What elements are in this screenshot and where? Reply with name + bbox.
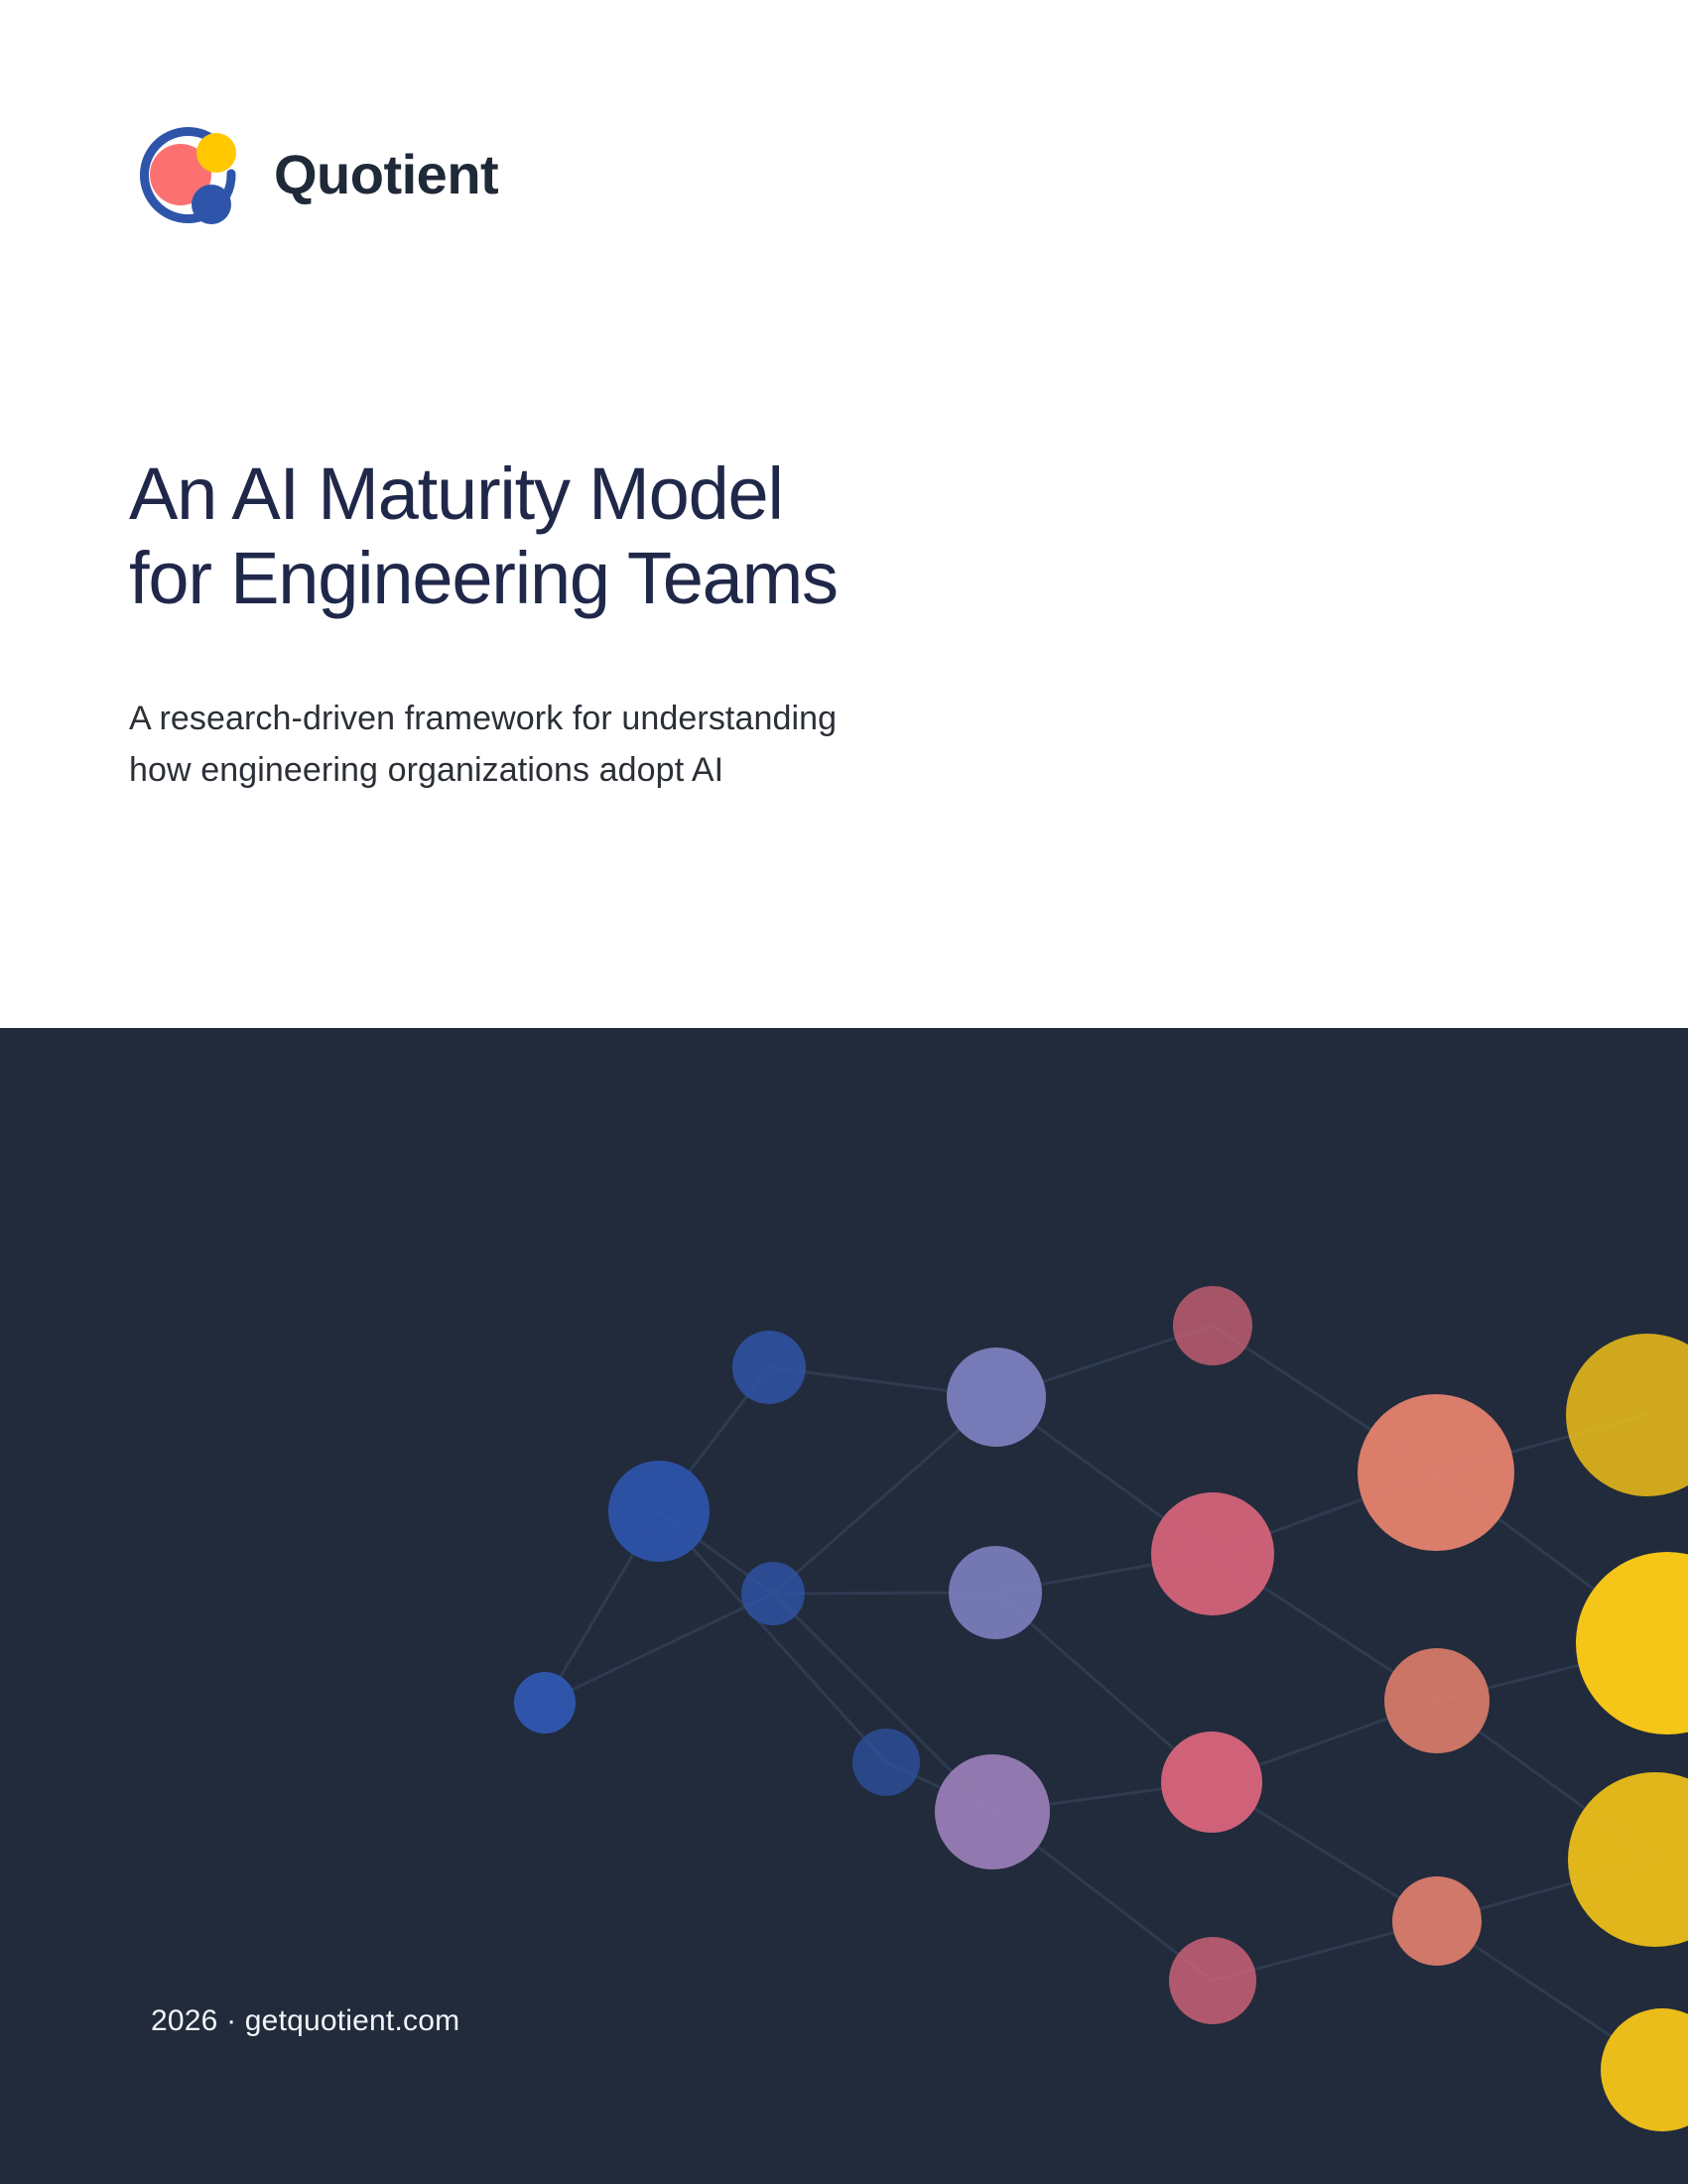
network-node-hidden-4: [1358, 1394, 1514, 1551]
brand-logo[interactable]: Quotient: [129, 117, 499, 232]
page-title-line-1: An AI Maturity Model: [129, 451, 784, 535]
network-node-hidden-3: [1151, 1492, 1274, 1615]
network-node-input: [732, 1331, 806, 1404]
network-node-input: [514, 1672, 576, 1734]
page-title-line-2: for Engineering Teams: [129, 537, 839, 620]
footer-note: 2026 · getquotient.com: [151, 2004, 460, 2037]
network-node-hidden-1: [949, 1546, 1042, 1639]
network-nodes: [514, 1286, 1688, 2131]
brand-wordmark: Quotient: [274, 143, 499, 205]
network-node-hidden-3: [1169, 1937, 1256, 2024]
network-link: [657, 1509, 888, 1764]
quotient-logo-mark-icon: [140, 127, 236, 224]
page-subtitle-line-2: how engineering organizations adopt AI: [129, 750, 724, 789]
network-node-output: [1568, 1772, 1688, 1947]
network-node-input: [741, 1562, 805, 1625]
top-white-band: [0, 0, 1688, 1028]
network-node-hidden-3: [1173, 1286, 1252, 1365]
network-node-hidden-4: [1384, 1648, 1490, 1753]
page-subtitle: A research-driven framework for understa…: [129, 694, 1221, 796]
network-node-input: [608, 1461, 710, 1562]
network-node-hidden-3: [1161, 1732, 1262, 1833]
network-node-hidden-1: [947, 1348, 1046, 1447]
network-node-hidden-2: [935, 1754, 1050, 1869]
neural-network-illustration: [514, 1286, 1688, 2131]
page-title: An AI Maturity Model for Engineering Tea…: [129, 451, 1270, 622]
network-node-input: [852, 1729, 920, 1796]
network-node-output: [1601, 2008, 1688, 2131]
network-node-output: [1576, 1552, 1688, 1734]
network-node-hidden-4: [1392, 1876, 1482, 1966]
dark-band: [0, 1028, 1688, 2184]
network-node-output: [1566, 1334, 1688, 1496]
page-subtitle-line-1: A research-driven framework for understa…: [129, 700, 838, 737]
network-link: [544, 1592, 774, 1705]
